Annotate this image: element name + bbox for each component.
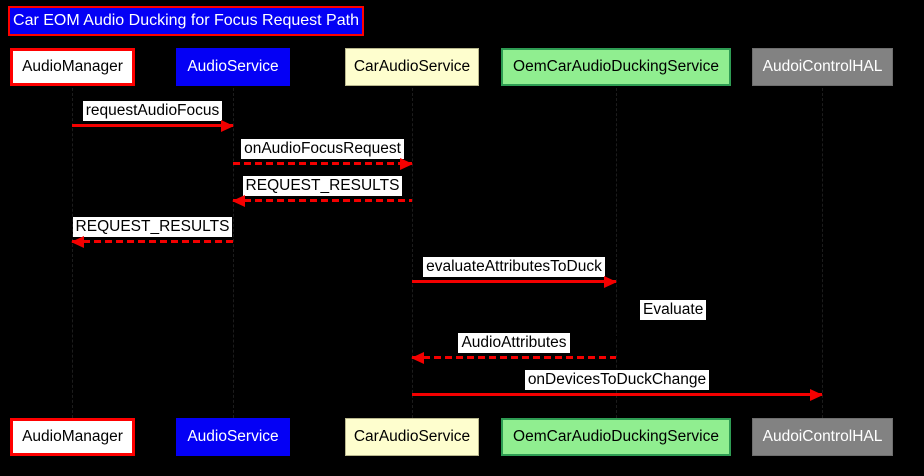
participant-caraudioservice-top: CarAudioService xyxy=(345,48,479,86)
arrow-line-dashed xyxy=(233,157,413,170)
message-audio-attributes: AudioAttributes xyxy=(411,333,616,364)
arrowhead-left-icon xyxy=(232,194,245,207)
lifeline-oemcaraudioduckingservice xyxy=(616,88,617,418)
lifeline-audioservice xyxy=(233,88,234,418)
participant-audiomanager-bottom: AudioManager xyxy=(10,418,135,456)
participant-caraudioservice-bottom: CarAudioService xyxy=(345,418,479,456)
arrowhead-right-icon xyxy=(400,157,413,170)
participant-oemcaraudioduckingservice-bottom: OemCarAudioDuckingService xyxy=(501,418,731,456)
message-label: requestAudioFocus xyxy=(82,101,223,121)
arrow-line-solid xyxy=(412,388,823,401)
message-evaluate-attributes-to-duck: evaluateAttributesToDuck xyxy=(412,257,617,288)
message-evaluate-self: Evaluate xyxy=(640,300,707,320)
participant-audioservice-bottom: AudioService xyxy=(176,418,290,456)
message-on-devices-to-duck-change: onDevicesToDuckChange xyxy=(412,370,823,401)
message-label: evaluateAttributesToDuck xyxy=(423,257,605,277)
message-label: onAudioFocusRequest xyxy=(241,139,404,159)
arrow-line-dashed xyxy=(71,235,233,248)
participant-audiomanager-top: AudioManager xyxy=(10,48,135,86)
arrowhead-right-icon xyxy=(604,275,617,288)
message-on-audio-focus-request: onAudioFocusRequest xyxy=(233,139,413,170)
self-message-loop xyxy=(616,322,660,338)
participant-audioservice-top: AudioService xyxy=(176,48,290,86)
message-label: REQUEST_RESULTS xyxy=(242,176,403,196)
arrowhead-right-icon xyxy=(810,388,823,401)
arrowhead-left-icon xyxy=(71,235,84,248)
participant-audoicontrolhal-bottom: AudoiControlHAL xyxy=(752,418,893,456)
message-label: onDevicesToDuckChange xyxy=(524,370,710,390)
arrow-line-dashed xyxy=(411,351,616,364)
message-label: AudioAttributes xyxy=(458,333,570,353)
lifeline-audoicontrolhal xyxy=(822,88,823,418)
arrowhead-left-icon xyxy=(411,351,424,364)
lifeline-caraudioservice xyxy=(412,88,413,418)
message-request-results-to-audiomanager: REQUEST_RESULTS xyxy=(71,217,233,248)
arrow-line-solid xyxy=(412,275,617,288)
diagram-title: Car EOM Audio Ducking for Focus Request … xyxy=(8,6,364,36)
participant-oemcaraudioduckingservice-top: OemCarAudioDuckingService xyxy=(501,48,731,86)
participant-audoicontrolhal-top: AudoiControlHAL xyxy=(752,48,893,86)
lifeline-audiomanager xyxy=(72,88,73,418)
message-request-audio-focus: requestAudioFocus xyxy=(72,101,234,132)
message-label: Evaluate xyxy=(640,300,707,320)
arrowhead-right-icon xyxy=(221,119,234,132)
message-label: REQUEST_RESULTS xyxy=(72,217,233,237)
arrow-line-dashed xyxy=(232,194,412,207)
message-request-results-to-audioservice: REQUEST_RESULTS xyxy=(232,176,412,207)
arrow-line-solid xyxy=(72,119,234,132)
